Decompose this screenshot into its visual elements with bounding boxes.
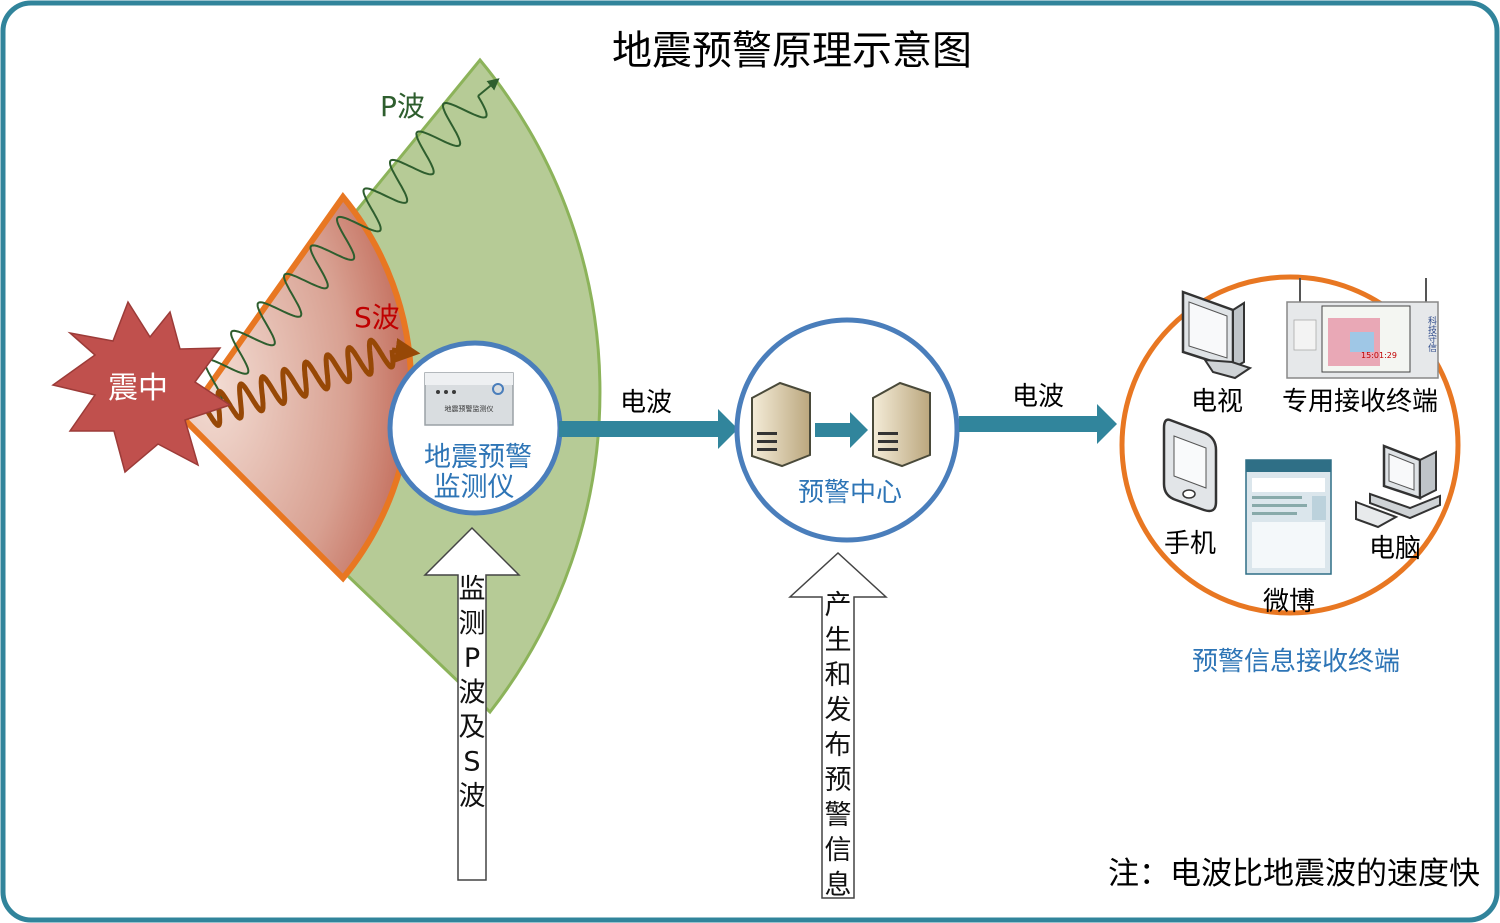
center-arrow-char: 息	[825, 870, 852, 901]
center-arrow-char: 布	[825, 730, 852, 761]
tv-label: 电视	[1191, 387, 1243, 417]
center-arrow-char: 预	[825, 765, 852, 796]
monitor-up-arrow	[423, 526, 521, 881]
monitor-label-line1: 地震预警	[424, 442, 532, 473]
computer-label: 电脑	[1369, 534, 1421, 564]
link1-label: 电波	[620, 388, 672, 418]
p-wave-label: P波	[380, 90, 425, 123]
server-right-icon	[872, 381, 931, 468]
monitor-arrow-char: P	[464, 643, 480, 674]
center-label: 预警中心	[798, 478, 902, 508]
s-wave-arrowhead	[391, 338, 421, 363]
epicenter-label: 震中	[108, 371, 168, 406]
center-arrow-char: 和	[825, 660, 852, 691]
p-wave-arrowhead	[477, 78, 500, 97]
terminals-caption: 预警信息接收终端	[1192, 647, 1400, 677]
s-wave-label: S波	[354, 301, 400, 334]
center-arrow-char: 警	[825, 800, 852, 831]
monitor-arrow-char: 及	[459, 712, 486, 743]
computer-icon	[1355, 444, 1441, 529]
monitor-arrow-char: 波	[459, 781, 486, 812]
diagram-title: 地震预警原理示意图	[612, 28, 972, 74]
monitor-arrow-char: 测	[459, 609, 486, 640]
link2-arrow	[959, 404, 1117, 444]
phone-label: 手机	[1164, 529, 1216, 559]
center-arrow-char: 发	[825, 695, 852, 726]
center-up-arrow	[788, 551, 888, 899]
server-left-icon	[751, 381, 811, 468]
link2-label: 电波	[1012, 382, 1064, 412]
monitor-device-caption: 地震预警监测仪	[445, 404, 494, 413]
s-wave-line	[205, 337, 396, 428]
center-arrow-char: 生	[825, 625, 852, 656]
weibo-page-icon	[1245, 459, 1332, 575]
center-arrow-char: 产	[825, 590, 852, 621]
monitor-arrow-char: 监	[459, 574, 486, 605]
monitor-arrow-char: S	[463, 747, 480, 778]
monitor-label-line2: 监测仪	[434, 472, 515, 503]
dedicated-terminal-label: 专用接收终端	[1282, 387, 1438, 417]
terminal-screen-time: 15:01:29	[1361, 351, 1397, 360]
monitor-arrow-char: 波	[459, 678, 486, 709]
phone-icon	[1162, 418, 1218, 513]
tv-icon	[1181, 290, 1253, 380]
link1-arrow	[559, 409, 738, 449]
dedicated-terminal-icon: 15:01:29 科技守信	[1286, 278, 1439, 379]
monitor-device-icon: 地震预警监测仪	[424, 372, 514, 426]
terminal-side-text: 科技守信	[1426, 315, 1437, 353]
center-arrow-char: 信	[825, 835, 852, 866]
weibo-label: 微博	[1263, 587, 1315, 617]
p-wave-line	[199, 95, 488, 404]
center-inner-arrow	[815, 412, 868, 448]
speed-note: 注：电波比地震波的速度快	[1108, 856, 1480, 892]
epicenter-star	[51, 300, 232, 474]
